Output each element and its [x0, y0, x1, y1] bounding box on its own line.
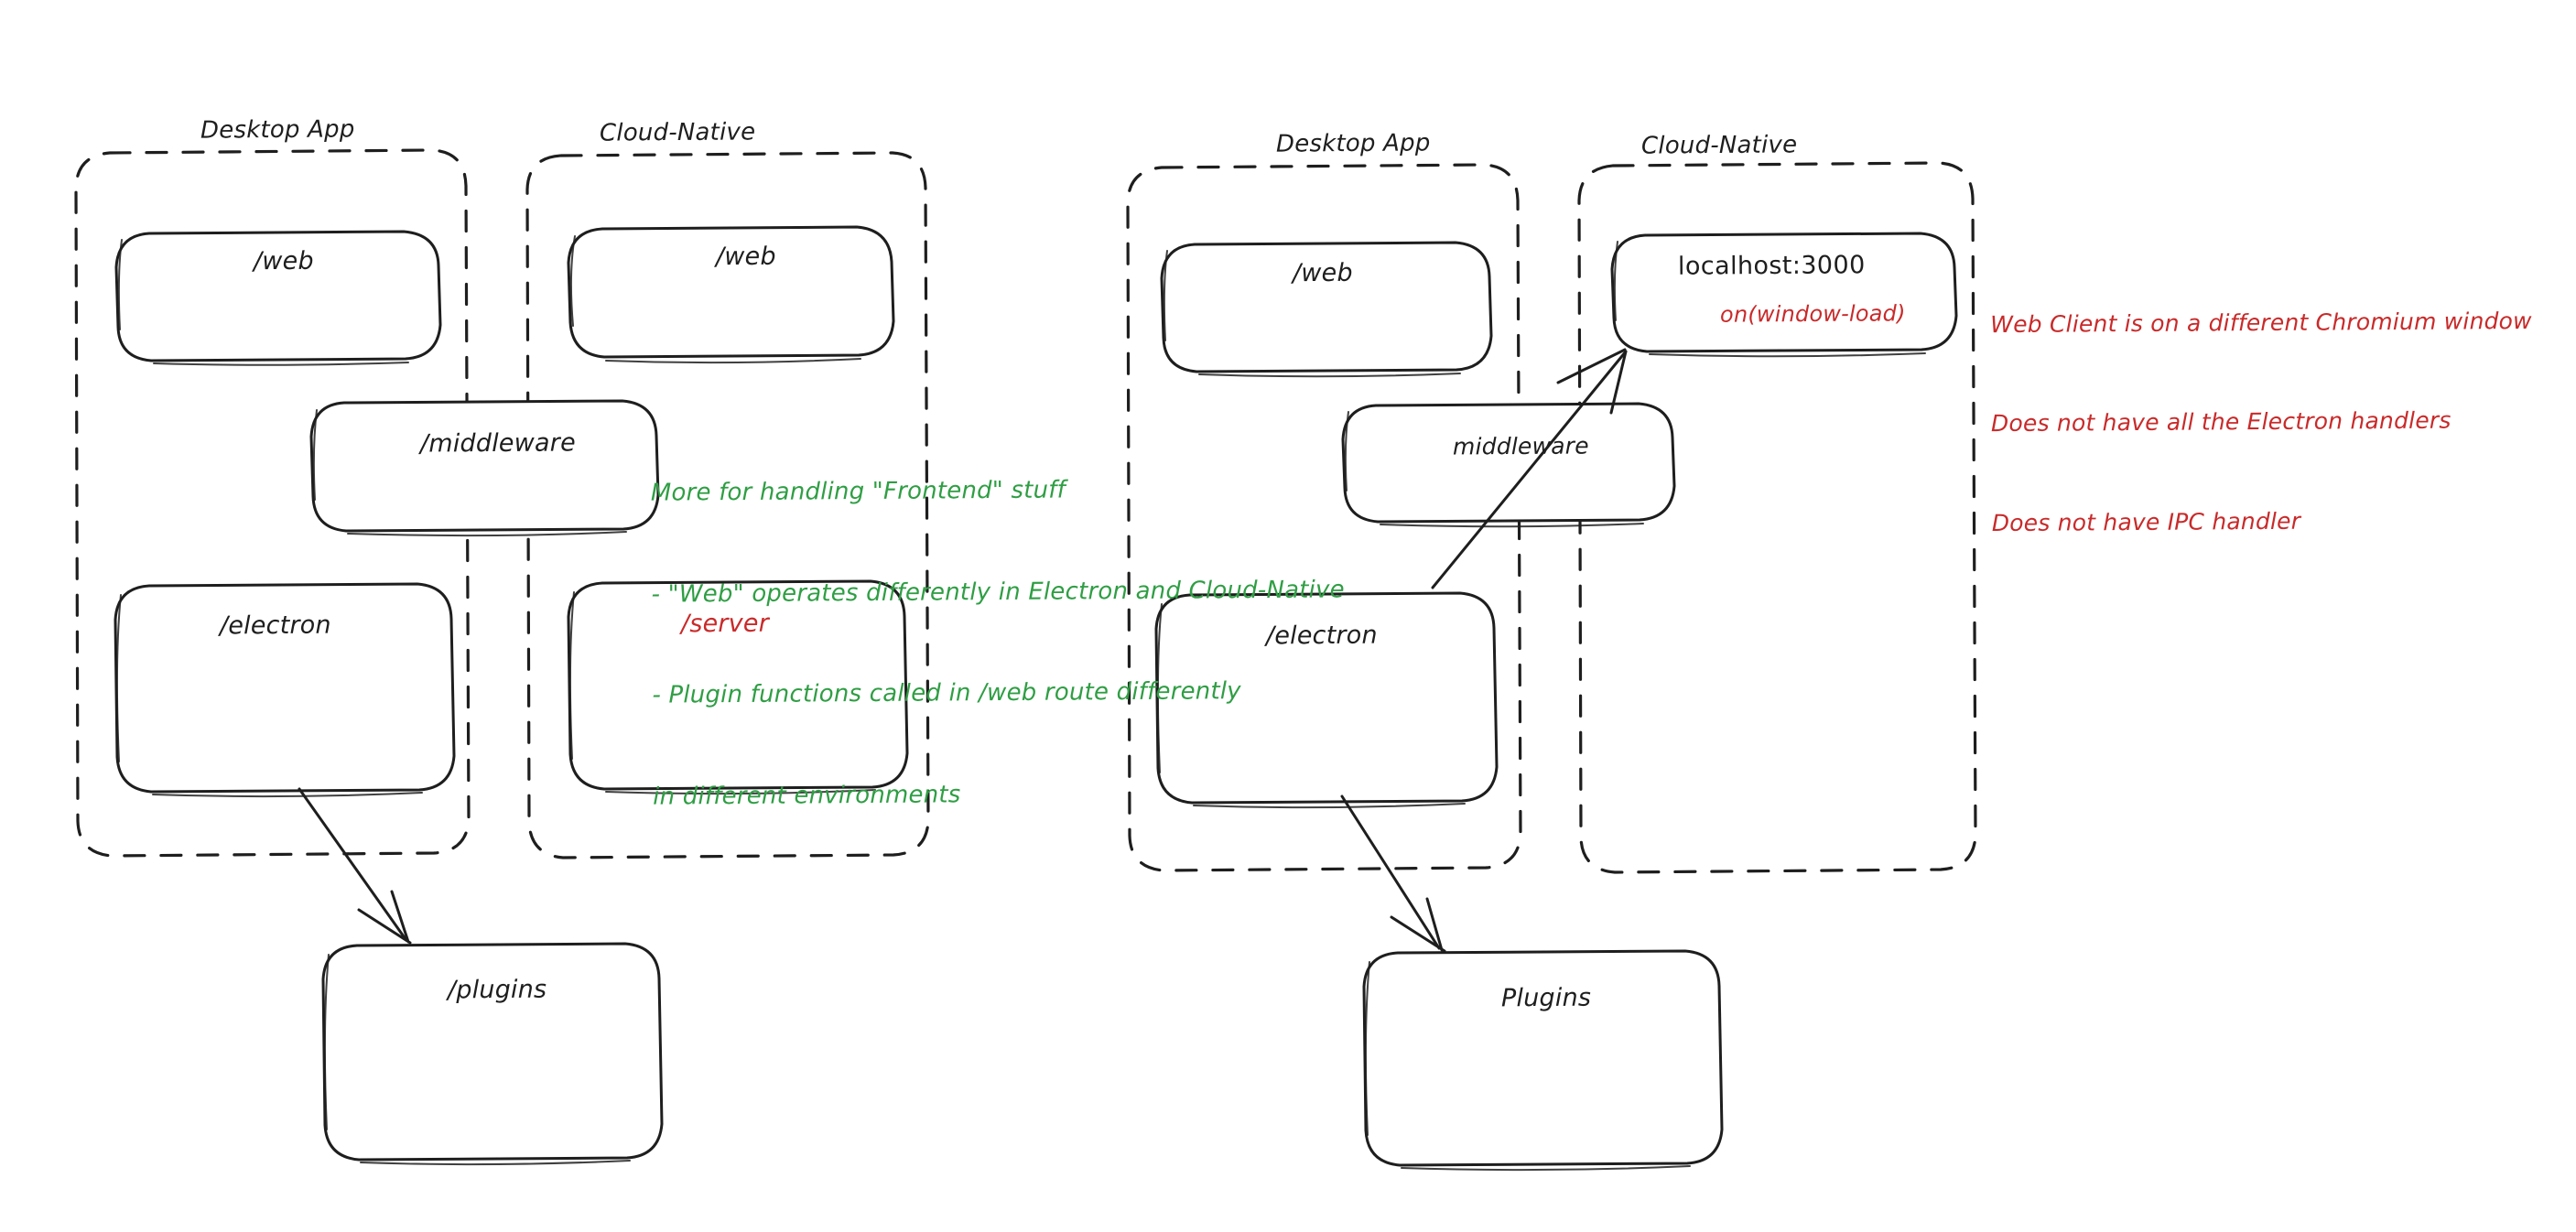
node-label-right-middleware: middleware: [1452, 432, 1589, 460]
node-shape-right-middleware: [1341, 402, 1676, 528]
annotation-red-note: Web Client is on a different Chromium wi…: [1990, 238, 2534, 607]
annotation-red-line-2: Does not have all the Electron handlers: [1990, 406, 2452, 438]
group-title-left-desktop-app: Desktop App: [200, 115, 355, 145]
annotation-green-line-4: in different environments: [653, 781, 961, 811]
node-label-left-electron: /electron: [219, 611, 331, 641]
node-label-left-web: /web: [253, 246, 314, 276]
node-label-left-web-cloud: /web: [715, 242, 776, 272]
annotation-green-line-3: - Plugin functions called in /web route …: [652, 677, 1241, 709]
annotation-green-note: More for handling "Frontend" stuff - "We…: [650, 404, 1347, 881]
node-label-left-middleware: /middleware: [419, 428, 576, 459]
arrow-right-electron-to-plugins: [1340, 794, 1446, 953]
annotation-green-line-2: - "Web" operates differently in Electron…: [651, 575, 1345, 609]
node-label-right-web: /web: [1292, 258, 1353, 288]
arrow-left-electron-to-plugins: [298, 787, 412, 945]
node-sublabel-right-localhost-on-window-load: on(window-load): [1719, 300, 1906, 328]
node-shape-left-middleware: [309, 399, 660, 537]
group-title-left-cloud-native: Cloud-Native: [599, 118, 756, 147]
node-label-left-plugins: /plugins: [447, 975, 547, 1005]
annotation-red-line-3: Does not have IPC handler: [1991, 507, 2301, 537]
annotation-red-line-1: Web Client is on a different Chromium wi…: [1990, 307, 2532, 338]
arrow-right-electron-to-localhost: [1431, 348, 1628, 589]
annotation-green-line-1: More for handling "Frontend" stuff: [650, 476, 1066, 507]
node-label-right-localhost: localhost:3000: [1677, 251, 1866, 281]
node-label-right-plugins: Plugins: [1500, 983, 1592, 1013]
group-title-right-cloud-native: Cloud-Native: [1640, 131, 1798, 160]
group-title-right-desktop-app: Desktop App: [1275, 129, 1431, 158]
